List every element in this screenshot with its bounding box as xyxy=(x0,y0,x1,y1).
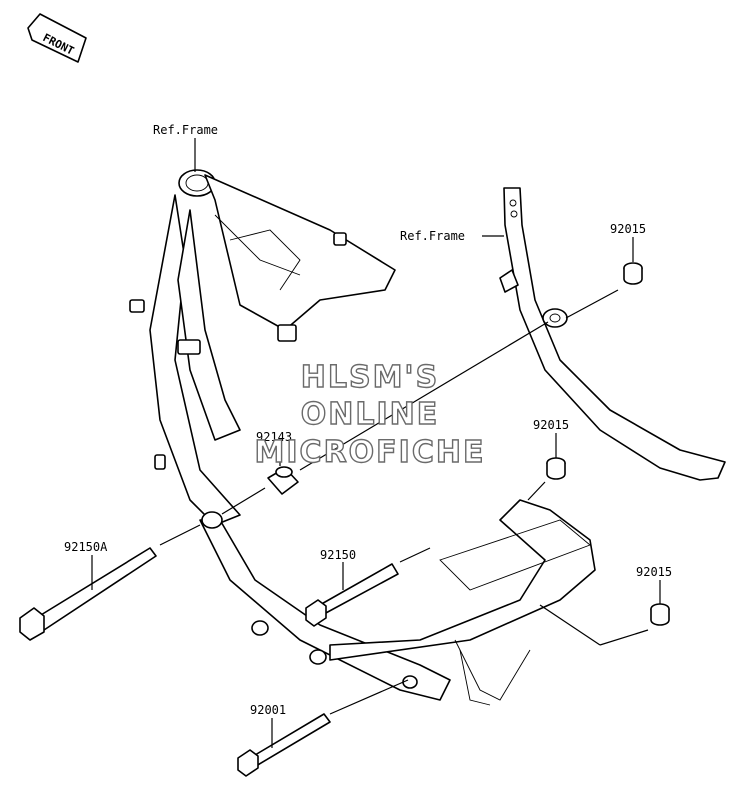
right-frame-member xyxy=(499,187,726,481)
callout-92001: 92001 xyxy=(250,703,286,717)
callout-92150: 92150 xyxy=(320,548,356,562)
watermark: HLSM'S ONLINE MICROFICHE xyxy=(254,359,486,470)
nut-92015-middle xyxy=(546,457,566,480)
callout-92015-bottom: 92015 xyxy=(636,565,672,579)
bolt-92150 xyxy=(305,563,399,627)
hardware xyxy=(19,262,670,777)
watermark-line-1: HLSM'S xyxy=(301,360,439,395)
callout-92143: 92143 xyxy=(256,430,292,444)
callout-92150A: 92150A xyxy=(64,540,108,554)
watermark-line-2: ONLINE xyxy=(301,397,440,432)
spacer-92143 xyxy=(267,466,299,495)
bolt-92150A xyxy=(19,547,157,641)
bolt-92001 xyxy=(237,713,331,777)
nut-92015-top xyxy=(623,262,643,285)
callout-92015-top: 92015 xyxy=(610,222,646,236)
ref-frame-label-right: Ref.Frame xyxy=(400,229,465,243)
ref-frame-label-top: Ref.Frame xyxy=(153,123,218,137)
watermark-line-3: MICROFICHE xyxy=(255,435,486,470)
nut-92015-bottom xyxy=(650,603,670,626)
leader-lines xyxy=(91,138,661,748)
front-arrow-icon: FRONT xyxy=(27,13,87,63)
callout-92015-middle: 92015 xyxy=(533,418,569,432)
main-frame xyxy=(129,169,596,706)
